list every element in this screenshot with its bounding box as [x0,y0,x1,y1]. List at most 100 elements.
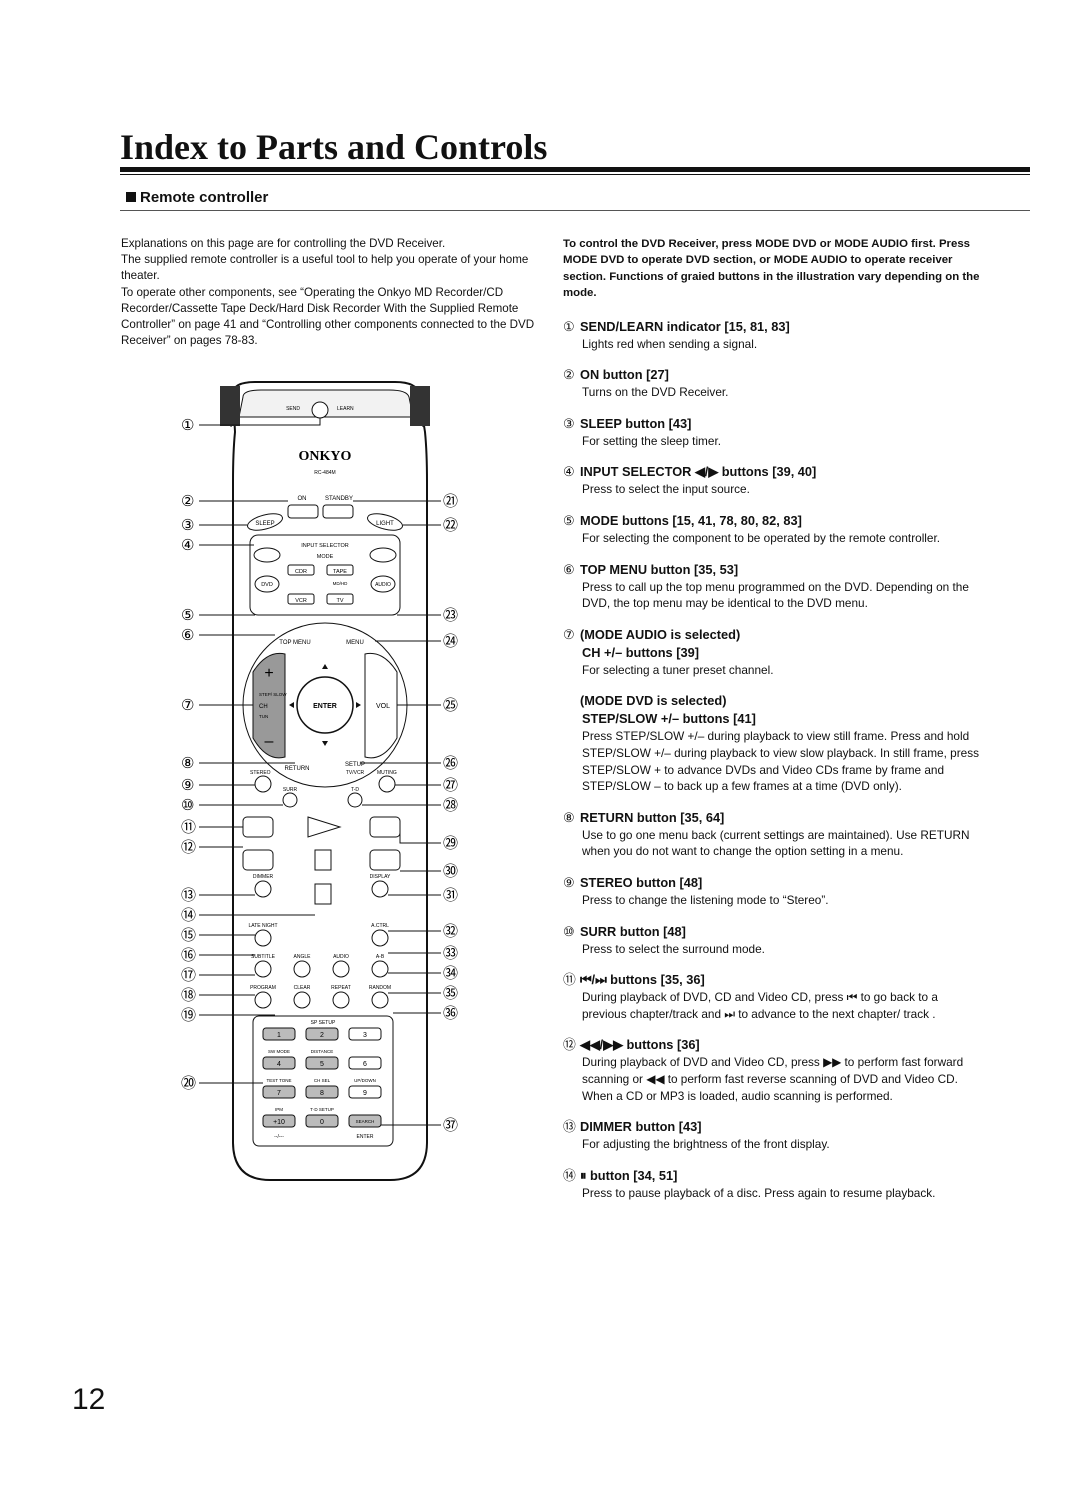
callout-21: ㉑ [443,493,458,510]
key-4-label: 4 [277,1061,281,1068]
audio-button[interactable] [332,960,350,978]
ch-step-rocker[interactable] [252,652,286,759]
input-left-button[interactable] [253,547,281,563]
rewind-button[interactable] [242,849,274,871]
ch-sel-label: CH SEL [314,1078,331,1083]
on-button[interactable] [287,504,319,519]
light-label: LIGHT [376,521,394,527]
distance-label: DISTANCE [311,1049,333,1054]
key-7[interactable] [262,1085,296,1099]
late-night-button[interactable] [254,929,272,947]
key-5[interactable] [305,1056,339,1070]
callout-11: ⑪ [181,819,196,836]
key-8[interactable] [305,1085,339,1099]
key-9[interactable] [348,1085,382,1099]
mdhd-label: MD/HD [333,581,348,586]
part-number: ⑫ [563,1037,576,1053]
key-0[interactable] [305,1114,339,1128]
muting-button[interactable] [378,775,396,793]
stop-button[interactable] [314,849,332,871]
part-heading-2: STEP/SLOW +/– buttons [41] [582,711,756,727]
part-title: STEREO button [48] [580,874,703,890]
skip-forward-button[interactable] [369,816,401,838]
part-title: (MODE AUDIO is selected) [580,626,741,642]
standby-button[interactable] [322,504,354,519]
mode-audio-button[interactable] [370,575,396,593]
part-item: ⑫◀◀/▶▶ buttons [36]During playback of DV… [563,1036,983,1104]
ch-label: CH [259,704,268,710]
callout-25: ㉕ [443,697,458,714]
mode-cdr-button[interactable] [287,564,315,576]
part-number: ⑭ [563,1167,576,1183]
key-6[interactable] [348,1056,382,1070]
audio-label: AUDIO [375,582,391,588]
title-rule [120,167,1030,172]
tvvcr-label: TV/VCR [346,770,365,776]
remote-drawing: SEND LEARN ONKYO RC-484M ON STANDBY SLEE… [181,381,458,1181]
light-button[interactable] [366,511,404,534]
part-description: Use to go one menu back (current setting… [582,827,970,859]
mode-tape-button[interactable] [326,564,354,576]
skip-back-button[interactable] [242,816,274,838]
callout-27: ㉗ [443,777,458,794]
key-6-label: 6 [363,1061,367,1068]
enter-button[interactable] [296,676,354,734]
part-heading-2: CH +/– buttons [39] [582,644,699,660]
play-button[interactable] [307,816,342,838]
callout-1: ① [181,417,194,434]
part-title: SEND/LEARN indicator [15, 81, 83] [580,318,790,334]
part-heading: ⑪⏮/⏭ buttons [35, 36] [563,971,983,988]
mode-tv-button[interactable] [326,593,354,605]
enter2-label: ENTER [357,1134,374,1140]
actrl-button[interactable] [371,929,389,947]
callout-36: ㊱ [443,1005,458,1022]
ab-button[interactable] [371,960,389,978]
surr-button[interactable] [282,792,298,808]
key-plus10[interactable] [262,1114,296,1128]
random-button[interactable] [371,991,389,1009]
part-description: Lights red when sending a signal. [582,336,758,351]
part-description: During playback of DVD, CD and Video CD,… [582,990,938,1021]
subtitle-button[interactable] [254,960,272,978]
program-button[interactable] [254,991,272,1009]
key-4[interactable] [262,1056,296,1070]
angle-button[interactable] [293,960,311,978]
mode-vcr-button[interactable] [287,593,315,605]
clear-button[interactable] [293,991,311,1009]
ipm-label: IPM [275,1107,283,1112]
stereo-button[interactable] [254,775,272,793]
key-9-label: 9 [363,1090,367,1097]
search-button[interactable] [348,1114,382,1128]
lead-note: To control the DVD Receiver, press MODE … [563,238,980,300]
mode-dvd-button[interactable] [254,575,280,593]
display-button[interactable] [371,880,389,898]
dimmer-button[interactable] [254,880,272,898]
part-title: TOP MENU button [35, 53] [580,561,739,577]
callout-20: ⑳ [181,1075,196,1092]
key-2[interactable] [305,1027,339,1041]
tape-label: TAPE [333,569,347,575]
key-1[interactable] [262,1027,296,1041]
part-number: ② [563,367,575,383]
pause-button[interactable] [314,883,332,905]
repeat-button[interactable] [332,991,350,1009]
angle-label: ANGLE [294,954,312,960]
part-description: Press to select the input source. [582,482,750,497]
vol-rocker[interactable] [364,652,398,759]
key-3[interactable] [348,1027,382,1041]
callout-33: ㉝ [443,945,458,962]
sleep-button[interactable] [246,511,284,534]
fast-forward-button[interactable] [369,849,401,871]
key-2-label: 2 [320,1032,324,1039]
td-button[interactable] [347,792,363,808]
input-right-button[interactable] [369,547,397,563]
page-title: Index to Parts and Controls [120,127,548,167]
